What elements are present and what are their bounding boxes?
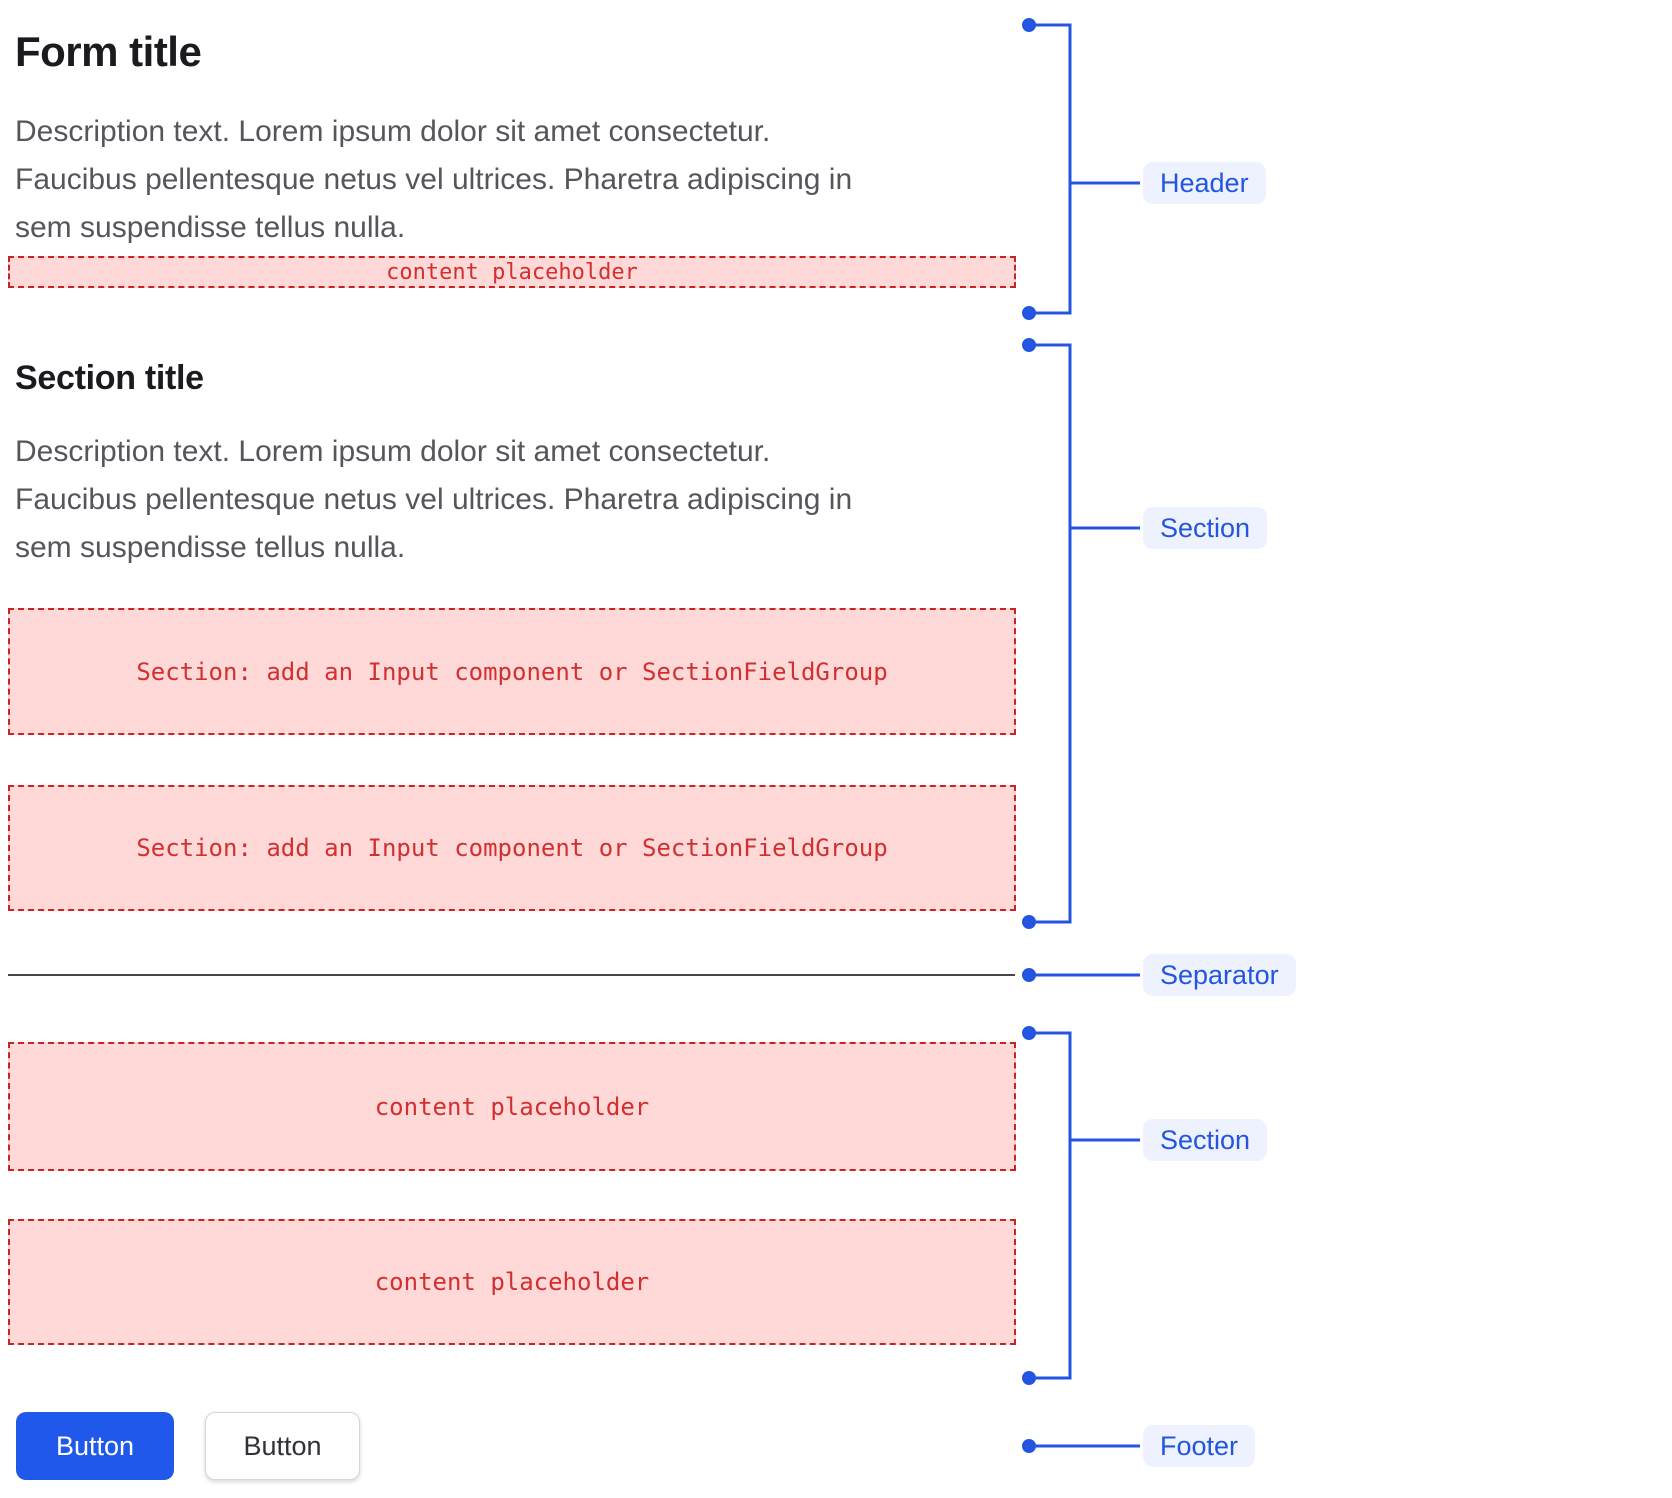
section-bracket-line — [1029, 1031, 1072, 1380]
form-description: Description text. Lorem ipsum dolor sit … — [15, 108, 1005, 252]
connector-dot — [1022, 1371, 1036, 1385]
section-input-slot-placeholder: Section: add an Input component or Secti… — [8, 608, 1016, 735]
section-description-line: Faucibus pellentesque netus vel ultrices… — [15, 483, 853, 516]
connector-dot — [1022, 18, 1036, 32]
secondary-button[interactable]: Button — [205, 1412, 360, 1480]
connector-dot — [1022, 968, 1036, 982]
form-description-line: sem suspendisse tellus nulla. — [15, 211, 406, 244]
annotation-label-separator: Separator — [1143, 954, 1296, 996]
placeholder-text: Section: add an Input component or Secti… — [136, 834, 888, 862]
form-description-line: Faucibus pellentesque netus vel ultrices… — [15, 163, 853, 196]
annotation-label-footer: Footer — [1143, 1425, 1256, 1467]
section-title: Section title — [15, 359, 204, 397]
connector-dot — [1022, 306, 1036, 320]
connector-dot — [1022, 338, 1036, 352]
primary-button[interactable]: Button — [16, 1412, 174, 1480]
separator-line — [8, 974, 1015, 976]
header-content-placeholder: content placeholder — [8, 256, 1016, 288]
placeholder-text: content placeholder — [374, 1092, 650, 1121]
form-description-line: Description text. Lorem ipsum dolor sit … — [15, 115, 771, 148]
placeholder-text: content placeholder — [374, 1268, 650, 1296]
section-description-line: sem suspendisse tellus nulla. — [15, 531, 406, 564]
connector-dot — [1022, 1026, 1036, 1040]
placeholder-text: content placeholder — [386, 259, 638, 285]
section-description-line: Description text. Lorem ipsum dolor sit … — [15, 435, 771, 468]
section-content-placeholder: content placeholder — [8, 1219, 1016, 1345]
connector-dot — [1022, 1439, 1036, 1453]
form-title: Form title — [15, 28, 202, 75]
section-input-slot-placeholder: Section: add an Input component or Secti… — [8, 785, 1016, 911]
annotation-label-section: Section — [1143, 507, 1268, 549]
annotation-label-header: Header — [1143, 162, 1266, 204]
section-bracket-line — [1029, 343, 1072, 924]
annotation-label-section: Section — [1143, 1119, 1268, 1161]
section-content-placeholder: content placeholder — [8, 1042, 1016, 1171]
placeholder-text: Section: add an Input component or Secti… — [136, 657, 888, 686]
section-description: Description text. Lorem ipsum dolor sit … — [15, 428, 1005, 572]
header-bracket-line — [1029, 23, 1072, 315]
connector-dot — [1022, 915, 1036, 929]
